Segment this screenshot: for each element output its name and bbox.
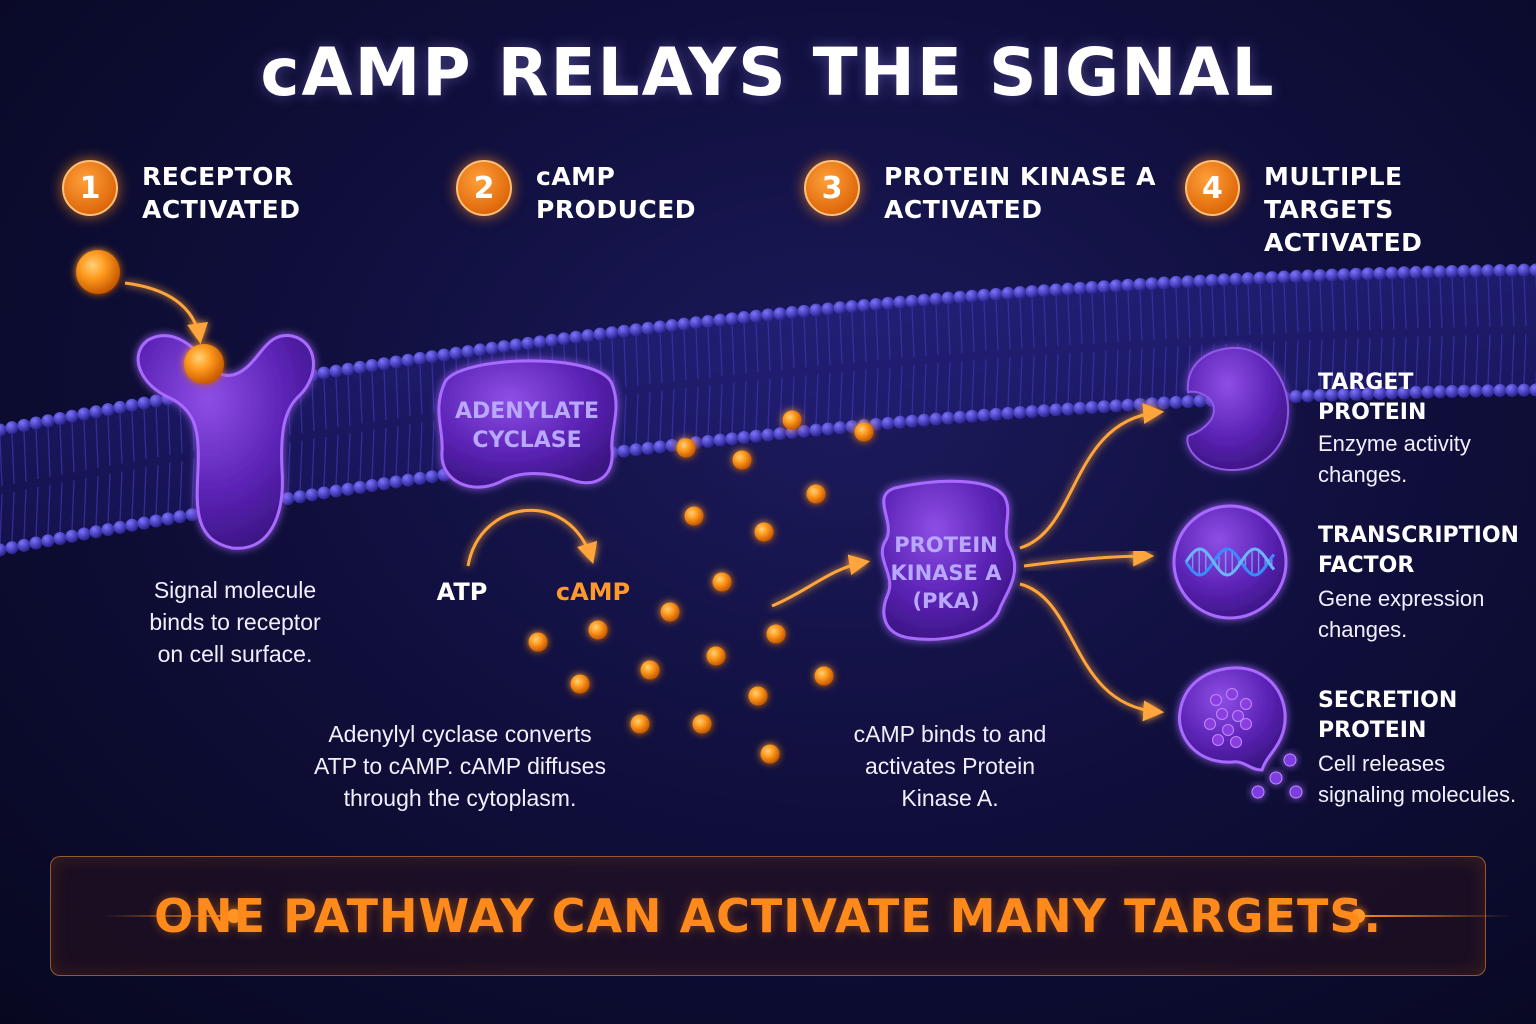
camp-label: cAMP	[556, 578, 630, 606]
banner-left-dot	[227, 909, 241, 923]
step-3-label-line2: ACTIVATED	[884, 195, 1043, 224]
step-3-label-line1: PROTEIN KINASE A	[884, 162, 1156, 191]
receptor-caption: Signal molecule binds to receptor on cel…	[110, 574, 360, 670]
arrow-to-transcription-factor	[1023, 545, 1155, 568]
step-4-label: MULTIPLE TARGETS ACTIVATED	[1264, 160, 1536, 259]
target-protein-text: TARGET PROTEIN Enzyme activity changes.	[1318, 368, 1528, 490]
pka-caption-line3: Kinase A.	[901, 785, 999, 811]
step-1-label-line1: RECEPTOR	[142, 162, 294, 191]
step-2-label: cAMP PRODUCED	[536, 160, 696, 226]
camp-to-pka-arrow	[771, 554, 871, 608]
receptor-caption-line2: binds to receptor	[149, 609, 321, 635]
step-2-number-badge: 2	[456, 160, 512, 216]
secretory-vesicle-contents	[1204, 688, 1252, 748]
enzyme-label-line2: CYCLASE	[472, 428, 581, 453]
step-2-label-line2: PRODUCED	[536, 195, 697, 224]
page-title: cAMP RELAYS THE SIGNAL	[260, 34, 1276, 111]
step-4-number-badge: 4	[1185, 160, 1240, 216]
receptor-caption-line3: on cell surface.	[157, 641, 313, 667]
transcription-factor-text: TRANSCRIPTION FACTOR Gene expression cha…	[1318, 521, 1528, 645]
adenylate-cyclase: ADENYLATE CYCLASE	[437, 359, 618, 489]
target-protein-desc-line2: changes.	[1318, 462, 1408, 487]
receptor-protein	[136, 334, 315, 550]
cyclase-caption: Adenylyl cyclase converts ATP to cAMP. c…	[300, 718, 620, 814]
cyclase-caption-line3: through the cytoplasm.	[343, 785, 577, 811]
pka-caption-line2: activates Protein	[864, 753, 1036, 779]
secretion-protein-desc-line1: Cell releases	[1318, 751, 1446, 776]
arrow-to-target-protein	[1019, 403, 1165, 550]
step-2-label-line1: cAMP	[536, 162, 616, 191]
reaction-arrow	[466, 509, 598, 567]
transcription-factor-icon	[1172, 504, 1288, 620]
transcription-factor-desc-line2: changes.	[1318, 617, 1408, 642]
step-3: 3 PROTEIN KINASE A ACTIVATED	[804, 160, 1156, 226]
cyclase-caption-line2: ATP to cAMP. cAMP diffuses	[314, 753, 606, 779]
transcription-factor-title-line2: FACTOR	[1318, 553, 1415, 578]
summary-banner-text: ONE PATHWAY CAN ACTIVATE MANY TARGETS.	[154, 889, 1382, 943]
step-3-number-badge: 3	[804, 160, 860, 216]
step-3-label: PROTEIN KINASE A ACTIVATED	[884, 160, 1156, 226]
banner-left-line	[101, 915, 251, 917]
cyclase-caption-line1: Adenylyl cyclase converts	[328, 721, 592, 747]
banner-right-dot	[1351, 909, 1365, 923]
pka-caption-line1: cAMP binds to and	[853, 721, 1047, 747]
step-2: 2 cAMP PRODUCED	[456, 160, 696, 226]
step-4-label-line1: MULTIPLE TARGETS	[1263, 162, 1403, 224]
dna-helix-icon	[1184, 547, 1276, 577]
secretion-protein-icon	[1178, 666, 1303, 799]
secretion-protein-text: SECRETION PROTEIN Cell releases signalin…	[1318, 686, 1528, 810]
secretion-protein-desc-line2: signaling molecules.	[1318, 782, 1517, 807]
signal-molecule	[76, 250, 120, 294]
step-1-label: RECEPTOR ACTIVATED	[142, 160, 301, 226]
atp-label: ATP	[437, 578, 488, 606]
bound-signal-molecule	[184, 344, 224, 384]
receptor-caption-line1: Signal molecule	[153, 577, 317, 603]
step-1-number-badge: 1	[62, 160, 118, 216]
step-4-label-line2: ACTIVATED	[1263, 228, 1423, 257]
target-protein-title: TARGET PROTEIN	[1318, 370, 1427, 425]
step-4: 4 MULTIPLE TARGETS ACTIVATED	[1185, 160, 1536, 259]
step-1: 1 RECEPTOR ACTIVATED	[62, 160, 301, 226]
pka-label-line3: (PKA)	[912, 589, 979, 613]
arrow-to-secretion-protein	[1019, 582, 1165, 722]
transcription-factor-title-line1: TRANSCRIPTION	[1318, 523, 1519, 548]
summary-banner: ONE PATHWAY CAN ACTIVATE MANY TARGETS.	[50, 856, 1511, 976]
pka-label-line2: KINASE A	[891, 561, 1003, 585]
step-1-label-line2: ACTIVATED	[142, 195, 301, 224]
camp-molecules	[528, 410, 874, 764]
binding-arrow	[124, 281, 209, 345]
banner-right-line	[1361, 915, 1511, 917]
secretion-protein-title-line2: PROTEIN	[1318, 718, 1427, 743]
enzyme-label-line1: ADENYLATE	[455, 399, 599, 424]
transcription-factor-desc-line1: Gene expression	[1318, 586, 1485, 611]
target-protein-icon	[1186, 346, 1290, 472]
released-signaling-molecules	[1251, 753, 1303, 799]
target-protein-desc-line1: Enzyme activity	[1318, 431, 1471, 456]
protein-kinase-a: PROTEIN KINASE A (PKA)	[880, 479, 1017, 641]
pka-label-line1: PROTEIN	[894, 533, 997, 557]
pka-caption: cAMP binds to and activates Protein Kina…	[830, 718, 1070, 814]
secretion-protein-title-line1: SECRETION	[1318, 688, 1458, 713]
